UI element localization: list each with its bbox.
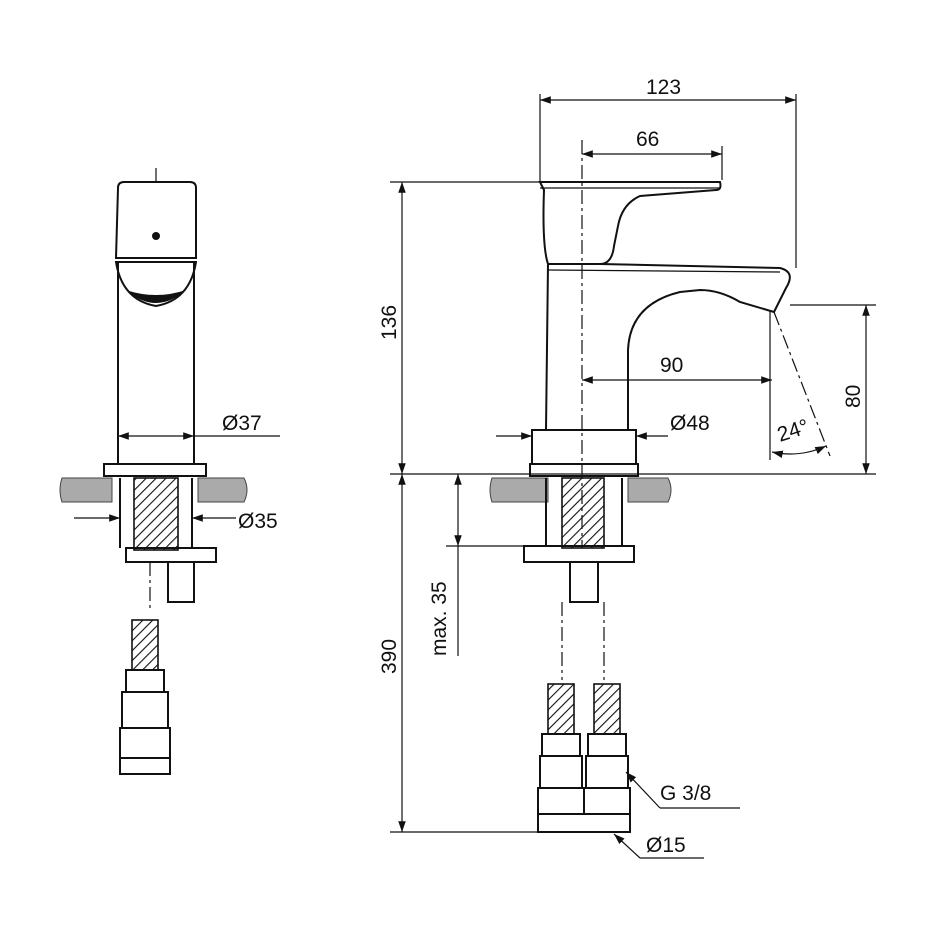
dim-body-diameter: Ø48 bbox=[670, 412, 710, 435]
side-view: Ø37 Ø35 bbox=[59, 168, 280, 775]
countertop-front-right bbox=[627, 477, 672, 503]
hose-fittings bbox=[537, 813, 631, 833]
base-plate bbox=[103, 463, 207, 477]
countertop-right bbox=[197, 477, 248, 503]
countertop-front-left bbox=[489, 477, 549, 503]
front-view: 123 66 136 90 Ø48 80 24° max. 35 390 G 3… bbox=[378, 76, 876, 859]
lever bbox=[538, 181, 722, 265]
front-base bbox=[531, 429, 637, 465]
dim-hose-diameter: Ø15 bbox=[646, 834, 686, 857]
spout bbox=[544, 263, 791, 431]
hose-left bbox=[547, 683, 575, 735]
dim-side-thread: Ø35 bbox=[238, 510, 278, 533]
dim-total-width: 123 bbox=[646, 76, 681, 99]
hose bbox=[131, 619, 159, 671]
aerator bbox=[114, 261, 198, 308]
dim-side-width: Ø37 bbox=[222, 412, 262, 435]
dim-hose-thread: G 3/8 bbox=[660, 782, 711, 805]
threaded-shank bbox=[133, 477, 179, 551]
lever-head bbox=[114, 181, 197, 259]
countertop-left bbox=[59, 477, 113, 503]
dim-spout-reach: 90 bbox=[660, 354, 683, 377]
lever-indicator bbox=[152, 232, 160, 240]
dim-mount-thickness: max. 35 bbox=[428, 581, 451, 656]
dim-spout-angle: 24° bbox=[774, 415, 811, 447]
hose-right bbox=[593, 683, 621, 735]
front-shank bbox=[561, 477, 605, 549]
hose-fitting bbox=[119, 757, 171, 775]
dim-spout-height: 80 bbox=[842, 385, 865, 408]
dim-hose-length: 390 bbox=[378, 639, 401, 674]
dim-lever-width: 66 bbox=[636, 128, 659, 151]
dim-height: 136 bbox=[378, 305, 401, 340]
